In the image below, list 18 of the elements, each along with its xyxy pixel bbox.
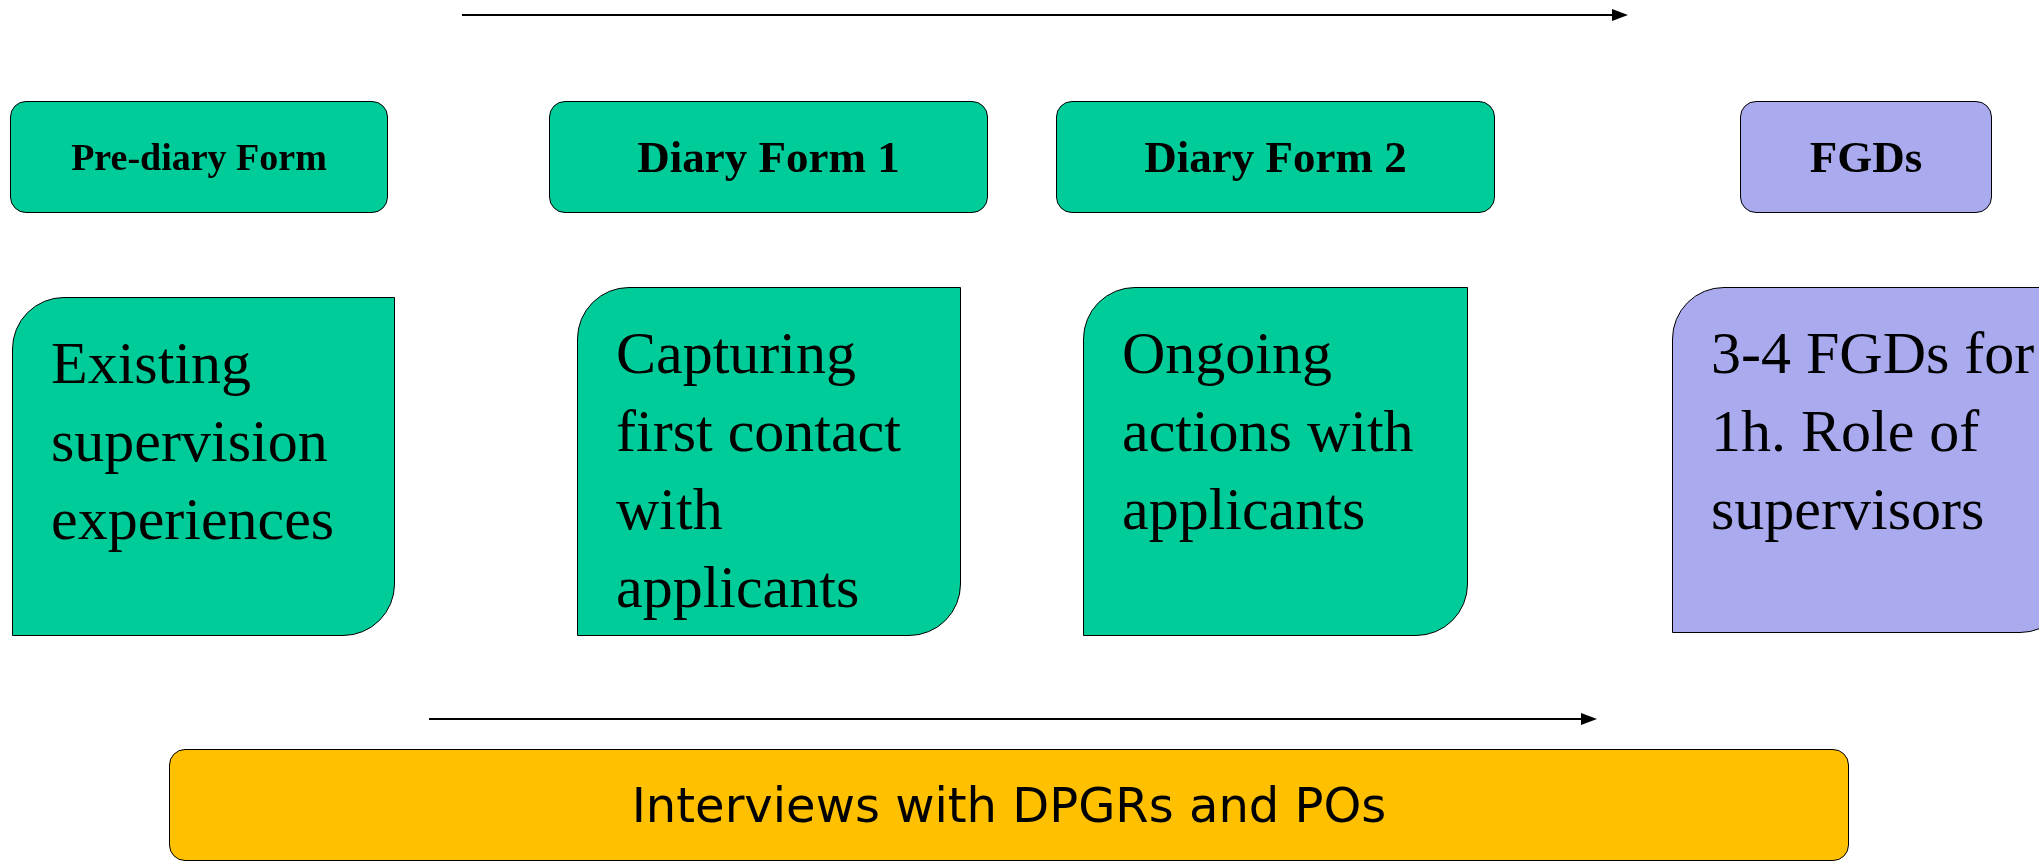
form-header <box>1056 101 1495 213</box>
description-card <box>12 297 395 636</box>
node-text: Diary Form 2 <box>1144 131 1407 183</box>
form-header <box>549 101 988 213</box>
node-text: Diary Form 1 <box>637 131 900 183</box>
form-header <box>10 101 388 213</box>
node-text: Ongoing actions with applicants <box>1122 319 1415 544</box>
description-card <box>577 287 961 636</box>
fgd-header <box>1740 101 1992 213</box>
node-text: 3-4 FGDs for 1h. Role of supervisors <box>1711 319 2036 544</box>
node-text: Pre-diary Form <box>71 135 327 179</box>
description-card <box>1083 287 1468 636</box>
node-text: Interviews with DPGRs and POs <box>631 777 1387 833</box>
interview-bar <box>169 749 1849 861</box>
node-text: Existing supervision experiences <box>51 329 336 554</box>
node-text: FGDs <box>1809 131 1923 183</box>
node-text: Capturing first contact with applicants <box>616 319 902 622</box>
description-card <box>1672 287 2039 633</box>
